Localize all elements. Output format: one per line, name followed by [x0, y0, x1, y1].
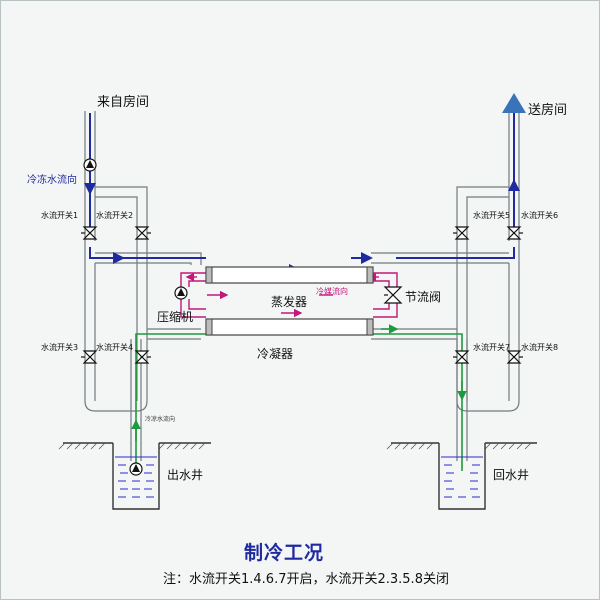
condenser-shell	[205, 318, 374, 336]
valve-6-icon	[506, 226, 523, 240]
well-pump-icon	[129, 462, 143, 476]
refrigerant-direction-label: 冷媒流向	[316, 287, 348, 296]
compressor-label: 压缩机	[157, 310, 194, 324]
condenser-right-cap	[366, 318, 374, 336]
outlet-arrow-icon	[502, 93, 526, 113]
valve-8-icon	[506, 350, 523, 364]
to-room-label: 送房间	[528, 103, 568, 118]
valve-4-icon	[134, 350, 151, 364]
valve-2-label: 水流开关2	[96, 211, 134, 220]
evaporator-shell	[205, 266, 374, 284]
cooling-water-lines	[131, 322, 467, 471]
compressor-icon	[174, 286, 188, 300]
valve-7-label: 水流开关7	[473, 343, 511, 352]
outlet-well-label: 出水井	[167, 468, 204, 482]
evaporator-left-cap	[205, 266, 213, 284]
outlet-well	[58, 442, 211, 510]
valve-4-label: 水流开关4	[96, 343, 134, 352]
valve-1-icon	[81, 226, 98, 240]
evaporator-right-cap	[366, 266, 374, 284]
from-room-label: 来自房间	[97, 95, 150, 110]
condenser-label: 冷凝器	[257, 347, 294, 361]
valve-5-icon	[453, 226, 470, 240]
pipe-network	[84, 111, 520, 461]
chilled-water-direction-label: 冷冻水流向	[27, 175, 77, 186]
condenser-left-cap	[205, 318, 213, 336]
return-well-label: 回水井	[493, 468, 530, 482]
valve-8-label: 水流开关8	[521, 343, 559, 352]
valve-2-icon	[134, 226, 151, 240]
chilled-water-lines	[84, 113, 520, 276]
valve-6-label: 水流开关6	[521, 211, 559, 220]
valve-3-label: 水流开关3	[41, 343, 79, 352]
throttle-valve-icon	[383, 286, 403, 304]
diagram-title: 制冷工况	[244, 542, 325, 564]
valve-3-icon	[81, 350, 98, 364]
evaporator-label: 蒸发器	[271, 295, 308, 309]
valve-5-label: 水流开关5	[473, 211, 511, 220]
valve-7-icon	[453, 350, 470, 364]
throttle-valve-label: 节流阀	[405, 290, 442, 304]
chilled-water-pump-icon	[83, 158, 97, 172]
diagram-note: 注：水流开关1.4.6.7开启，水流开关2.3.5.8关闭	[163, 572, 449, 587]
return-well	[386, 442, 537, 510]
valve-1-label: 水流开关1	[41, 211, 79, 220]
cooling-water-direction-label: 冷凉水流向	[145, 416, 176, 423]
